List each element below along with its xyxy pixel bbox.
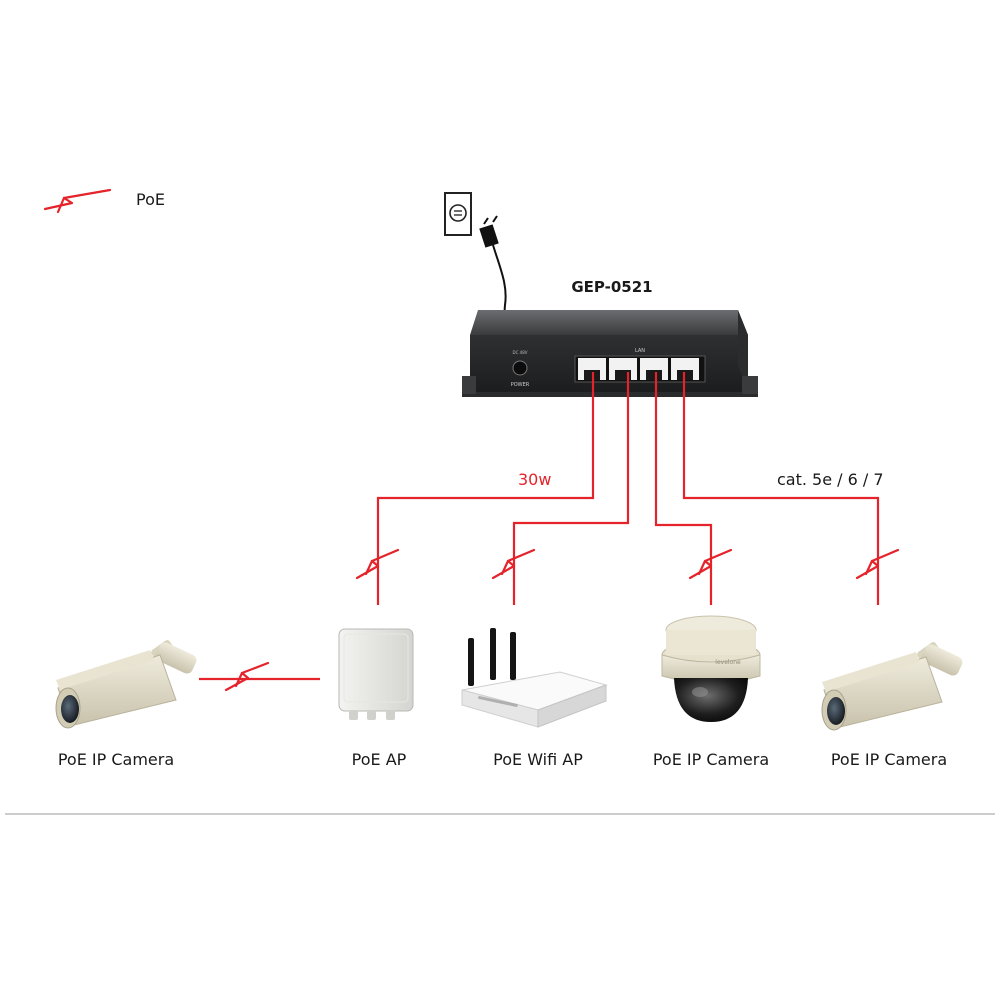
wall-outlet-icon <box>444 192 472 236</box>
legend-label: PoE <box>136 190 165 209</box>
wifi-ap-icon <box>461 628 608 728</box>
poe-wire-bullet-camera <box>682 372 880 605</box>
cable-type-label: cat. 5e / 6 / 7 <box>777 470 884 489</box>
dome-brand-logo: levelone <box>715 659 741 666</box>
antenna <box>510 632 516 680</box>
antenna <box>490 628 496 680</box>
lan-label: LAN <box>635 348 645 354</box>
dc-power-jack <box>512 360 528 376</box>
bullet-camera-icon <box>821 642 963 731</box>
switch-model-label: GEP-0521 <box>571 278 652 296</box>
power-plug-icon <box>479 215 499 248</box>
poe-switch: DC 48V POWER LAN <box>462 310 758 397</box>
poe-wire-ap <box>376 372 595 605</box>
power-budget-label: 30w <box>518 470 551 489</box>
poe-bolt-icon <box>855 548 900 580</box>
poe-bolt-icon <box>224 661 270 692</box>
legend: PoE <box>43 188 165 214</box>
poe-wires <box>199 372 880 681</box>
device-label-ap: PoE AP <box>352 750 407 769</box>
device-label-camera-left: PoE IP Camera <box>58 750 174 769</box>
device-label-camera-right: PoE IP Camera <box>831 750 947 769</box>
outdoor-ap-icon <box>338 628 414 720</box>
poe-bolt-icon <box>43 188 112 211</box>
poe-bolt-icon <box>688 548 733 580</box>
poe-bolt-markers <box>224 548 900 692</box>
poe-wire-wifi-ap <box>512 372 630 605</box>
device-label-dome-camera: PoE IP Camera <box>653 750 769 769</box>
dome-camera-icon: levelone <box>661 615 761 722</box>
poe-bolt-icon <box>355 548 400 580</box>
bullet-camera-icon <box>55 640 197 729</box>
poe-bolt-icon <box>491 548 536 580</box>
power-port-label: POWER <box>511 382 530 388</box>
dc-input-label: DC 48V <box>513 350 528 355</box>
device-label-wifi-ap: PoE Wifi AP <box>493 750 583 769</box>
rj45-port-3 <box>640 358 668 380</box>
rj45-port-2 <box>609 358 637 380</box>
antenna <box>468 638 474 686</box>
